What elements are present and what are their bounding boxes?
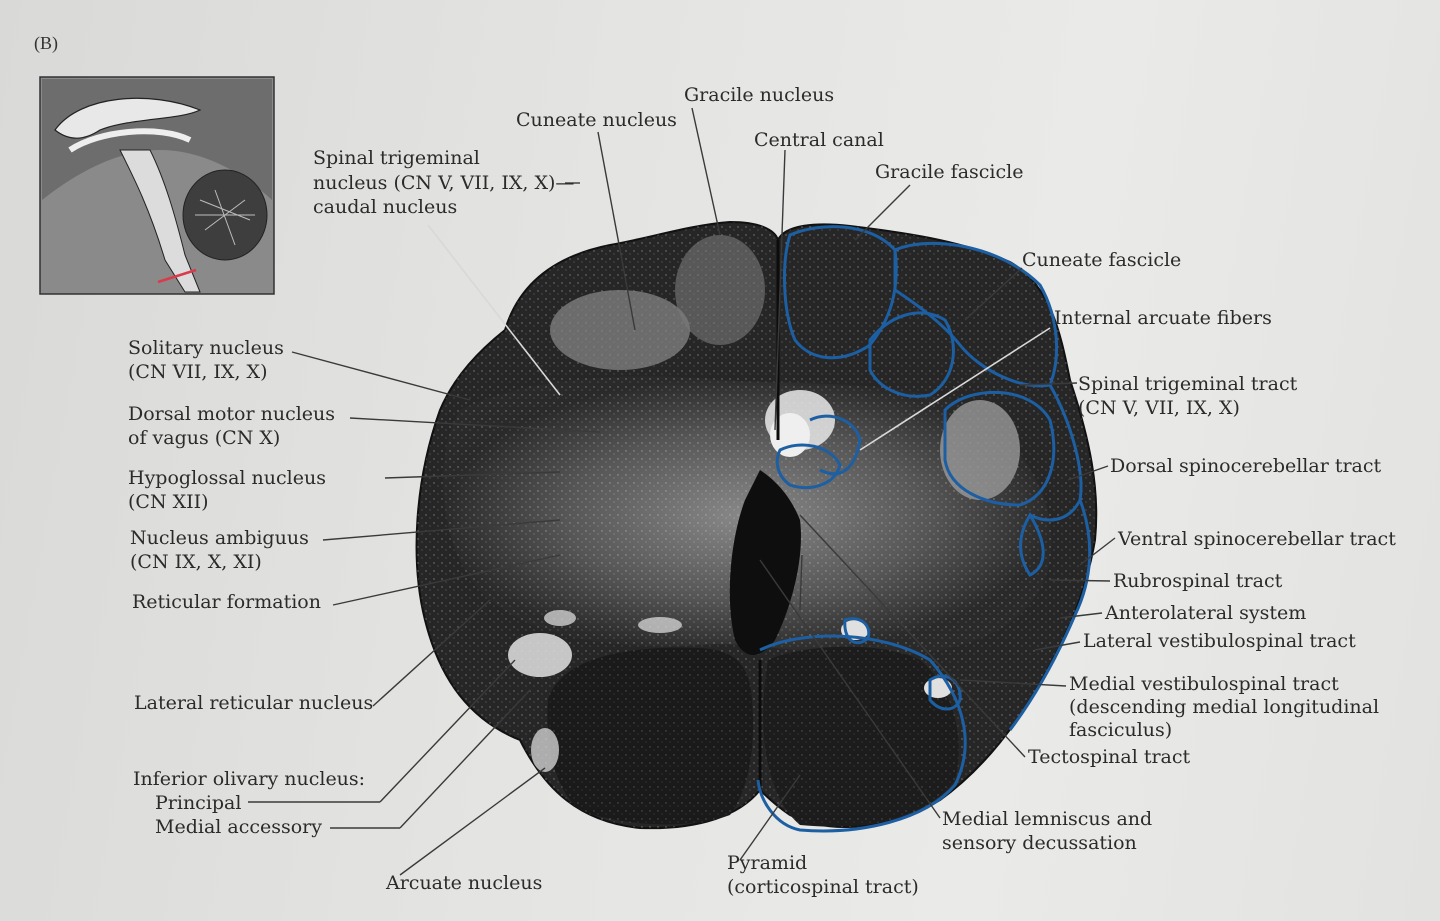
label-spinal-trigeminal-nucleus-1: Spinal trigeminal: [313, 147, 480, 169]
leader-lines: [248, 107, 1116, 876]
label-hypoglossal-nucleus-2: (CN XII): [128, 491, 209, 513]
label-solitary-nucleus-2: (CN VII, IX, X): [128, 361, 267, 383]
label-rubrospinal-tract: Rubrospinal tract: [1113, 570, 1283, 592]
label-gracile-nucleus: Gracile nucleus: [684, 84, 834, 106]
label-gracile-fascicle: Gracile fascicle: [875, 161, 1023, 183]
label-inferior-olivary-nucleus: Inferior olivary nucleus:: [133, 768, 365, 790]
label-pyramid-2: (corticospinal tract): [727, 876, 919, 898]
label-cuneate-fascicle: Cuneate fascicle: [1022, 249, 1181, 271]
label-internal-arcuate-fibers: Internal arcuate fibers: [1054, 307, 1272, 329]
inset-brain-sagittal: [39, 76, 275, 295]
label-solitary-nucleus-1: Solitary nucleus: [128, 337, 284, 359]
label-medial-lemniscus-1: Medial lemniscus and: [942, 808, 1152, 830]
medulla-section: [415, 220, 1098, 833]
label-medial-vestibulospinal-tract-3: fasciculus): [1069, 719, 1172, 741]
label-spinal-trigeminal-nucleus-3: caudal nucleus: [313, 196, 457, 218]
panel-letter: (B): [34, 33, 58, 54]
label-tectospinal-tract: Tectospinal tract: [1028, 746, 1191, 768]
label-medial-vestibulospinal-tract-1: Medial vestibulospinal tract: [1069, 673, 1339, 695]
label-nucleus-ambiguus-1: Nucleus ambiguus: [130, 527, 309, 549]
label-pyramid-1: Pyramid: [727, 852, 807, 874]
labels: Gracile nucleus Cuneate nucleus Central …: [128, 84, 1396, 898]
label-medial-vestibulospinal-tract-2: (descending medial longitudinal: [1069, 696, 1379, 718]
label-dorsal-motor-nucleus-1: Dorsal motor nucleus: [128, 403, 335, 425]
label-spinal-trigeminal-tract-1: Spinal trigeminal tract: [1078, 373, 1298, 395]
label-arcuate-nucleus: Arcuate nucleus: [385, 872, 542, 894]
label-principal: Principal: [155, 792, 241, 814]
label-cuneate-nucleus: Cuneate nucleus: [516, 109, 677, 131]
label-anterolateral-system: Anterolateral system: [1104, 602, 1306, 624]
label-nucleus-ambiguus-2: (CN IX, X, XI): [130, 551, 262, 573]
label-spinal-trigeminal-nucleus-2: nucleus (CN V, VII, IX, X)—: [313, 172, 574, 194]
label-medial-accessory: Medial accessory: [155, 816, 322, 838]
tract-outlines: [756, 225, 1092, 833]
label-dorsal-spinocerebellar-tract: Dorsal spinocerebellar tract: [1110, 455, 1382, 477]
label-hypoglossal-nucleus-1: Hypoglossal nucleus: [128, 467, 326, 489]
label-dorsal-motor-nucleus-2: of vagus (CN X): [128, 427, 280, 449]
label-lateral-reticular-nucleus: Lateral reticular nucleus: [134, 692, 373, 714]
label-ventral-spinocerebellar-tract: Ventral spinocerebellar tract: [1117, 528, 1396, 550]
label-lateral-vestibulospinal-tract: Lateral vestibulospinal tract: [1083, 630, 1356, 652]
label-medial-lemniscus-2: sensory decussation: [942, 832, 1137, 854]
label-central-canal: Central canal: [754, 129, 884, 151]
label-spinal-trigeminal-tract-2: (CN V, VII, IX, X): [1078, 397, 1240, 419]
label-reticular-formation: Reticular formation: [132, 591, 321, 613]
